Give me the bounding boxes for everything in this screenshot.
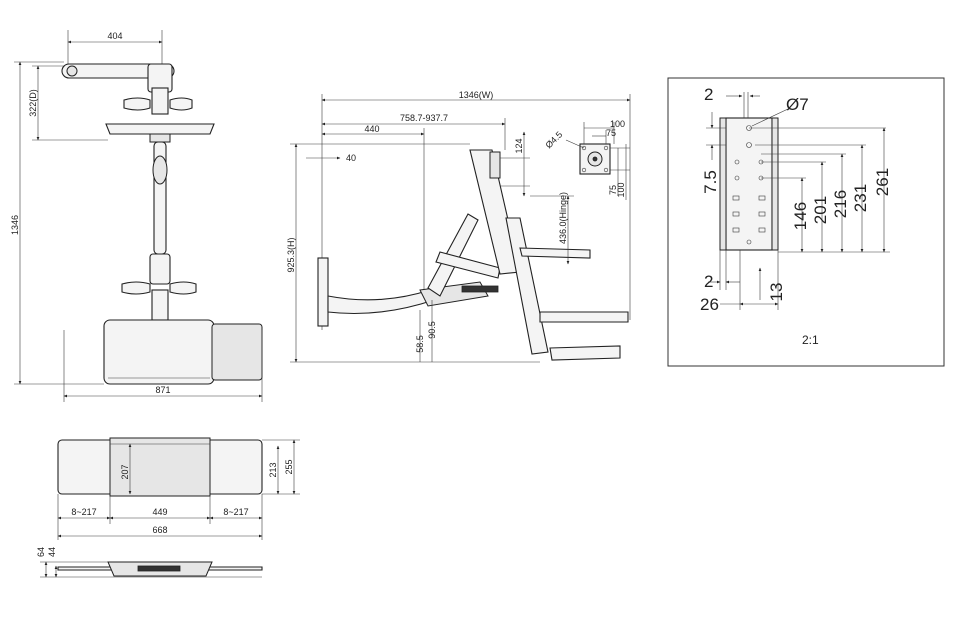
- detail-bracket-edge-right: [771, 117, 779, 251]
- dim-58-5-label: 58.5: [415, 335, 425, 353]
- keyboard-tray-extension: [211, 323, 263, 381]
- vesa-100w-label: 100: [610, 119, 625, 129]
- monitor-panel-lower: [505, 217, 549, 355]
- left-knob: [123, 97, 151, 111]
- detail-26-label: 26: [700, 295, 719, 314]
- detail-bracket-edge: [719, 117, 727, 251]
- detail-frame: [667, 77, 945, 367]
- lower-joint: [149, 253, 171, 285]
- dim-64-label: 64: [36, 547, 46, 557]
- lower-arm: [327, 289, 435, 315]
- tray-center-top: [109, 437, 211, 497]
- detail-view: 2 Ø7 7.5 146 201 216 231 261 2: [667, 77, 945, 367]
- wall-plate: [317, 257, 329, 327]
- vesa-screw-icon: [592, 156, 598, 162]
- dim-reach-label: 758.7-937.7: [400, 113, 448, 123]
- dim-449-label: 449: [152, 507, 167, 517]
- dim-1346-label: 1346: [10, 215, 20, 235]
- keyboard-tray-main: [103, 319, 215, 385]
- vesa-75h-label: 75: [608, 185, 618, 195]
- detail-201-label: 201: [811, 196, 830, 224]
- column-joint: [152, 155, 168, 185]
- upper-keyboard-tray: [519, 247, 591, 259]
- dim-871-label: 871: [155, 385, 170, 395]
- side-view: 1346(W) 758.7-937.7 440 40 925.3(H): [286, 90, 631, 363]
- wall-bracket-pivot: [66, 65, 78, 77]
- tilt-link: [435, 251, 501, 279]
- detail-146-label: 146: [791, 202, 810, 230]
- detail-216-label: 216: [831, 190, 850, 218]
- mid-keyboard-tray: [539, 311, 629, 323]
- dim-hinge-label: 436.0(Hinge): [558, 192, 568, 244]
- dim-925-label: 925.3(H): [286, 237, 296, 272]
- detail-7-5-label: 7.5: [701, 170, 720, 194]
- lower-left-knob: [121, 281, 151, 295]
- vesa-100h-label: 100: [616, 182, 626, 197]
- dim-1346w-label: 1346(W): [459, 90, 494, 100]
- top-arm: [61, 63, 175, 79]
- dim-404-label: 404: [107, 31, 122, 41]
- vesa-plate-view: Ø4.5 100 75 75 100: [543, 119, 630, 200]
- dim-90-5-label: 90.5: [427, 321, 437, 339]
- lower-head: [151, 289, 169, 321]
- dim-207-label: 207: [120, 464, 130, 479]
- shelf-mount: [149, 133, 171, 143]
- lower-keyboard-tray: [549, 345, 621, 361]
- vesa-75w-label: 75: [606, 128, 616, 138]
- dim-right-ext-label: 8~217: [223, 507, 248, 517]
- dim-40-label: 40: [346, 153, 356, 163]
- detail-231-label: 231: [851, 184, 870, 212]
- dim-left-ext-label: 8~217: [71, 507, 96, 517]
- detail-scale-label: 2:1: [802, 333, 819, 347]
- dim-255-label: 255: [284, 459, 294, 474]
- dim-213-label: 213: [268, 462, 278, 477]
- upper-shelf: [105, 123, 215, 135]
- detail-2-bot-label: 2: [704, 272, 713, 291]
- detail-2-top-label: 2: [704, 85, 713, 104]
- front-view: 404 322(D) 1346: [10, 30, 263, 402]
- right-knob: [169, 97, 193, 111]
- tray-side-view: 64 44: [36, 547, 263, 578]
- detail-phi7-label: Ø7: [786, 95, 809, 114]
- dim-322-label: 322(D): [28, 89, 38, 117]
- dim-440-label: 440: [364, 124, 379, 134]
- dim-668-label: 668: [152, 525, 167, 535]
- dim-124-label: 124: [514, 138, 524, 153]
- panel-clamp: [489, 151, 501, 179]
- tray-rail-side: [137, 565, 181, 572]
- top-view: 207 213 255 8~217 449 8~217 668: [57, 437, 300, 540]
- lower-right-knob: [169, 281, 197, 295]
- monitor-head: [151, 87, 169, 115]
- detail-261-label: 261: [873, 168, 892, 196]
- detail-13-label: 13: [767, 283, 786, 302]
- dim-44-label: 44: [47, 547, 57, 557]
- arm-cylinder: [461, 285, 499, 293]
- vesa-hole-label: Ø4.5: [543, 129, 564, 150]
